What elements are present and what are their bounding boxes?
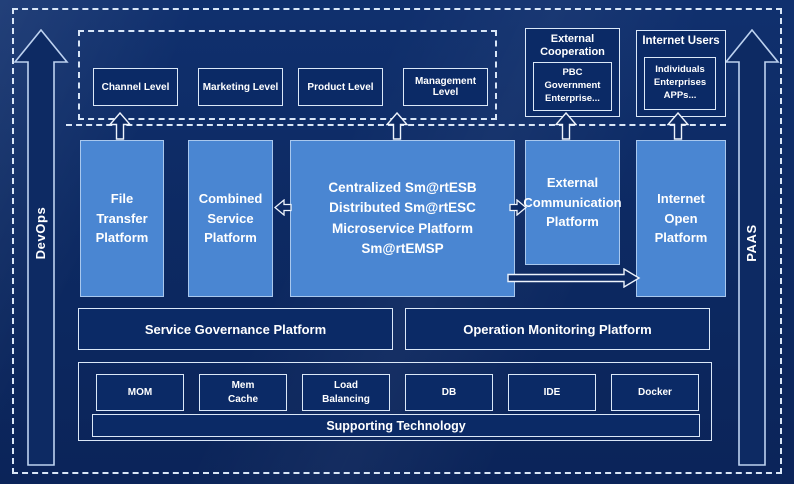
supporting-technology-label: Supporting Technology (326, 418, 466, 433)
central-platform-line3: Microservice Platform Sm@rtEMSP (331, 220, 474, 256)
tech-label: IDE (543, 386, 561, 398)
up-arrow-icon-external-cooperation (555, 112, 577, 140)
up-arrow-icon-internet-users (667, 112, 689, 140)
level-box-marketing: Marketing Level (198, 68, 283, 106)
level-label: Management Level (414, 76, 477, 98)
flow-arrow-icon (507, 268, 641, 288)
tech-label: MOM (127, 386, 153, 398)
tech-label: DB (441, 386, 457, 398)
left-arrow-icon (274, 199, 292, 216)
tech-box-db: DB (405, 374, 493, 411)
central-platform-line1: Centralized Sm@rtESB (328, 180, 477, 195)
tech-box-ide: IDE (508, 374, 596, 411)
internet-users-members: Individuals Enterprises APPs... (653, 64, 707, 101)
up-arrow-icon-levels-center (386, 112, 408, 140)
operation-monitoring-platform-label: Operation Monitoring Platform (463, 321, 652, 337)
external-cooperation-members: PBC Government Enterprise... (544, 67, 601, 104)
devops-label: DevOps (33, 206, 48, 260)
devops-arrow-icon (13, 29, 69, 466)
tech-label: Mem Cache (227, 380, 258, 405)
external-cooperation-members-box: PBC Government Enterprise... (533, 62, 612, 111)
level-box-management: Management Level (403, 68, 488, 106)
levels-group (78, 30, 497, 120)
service-governance-platform-box: Service Governance Platform (78, 308, 393, 350)
level-box-channel: Channel Level (93, 68, 178, 106)
combined-service-platform-box: Combined Service Platform (188, 140, 273, 297)
internet-open-platform-box: Internet Open Platform (636, 140, 726, 297)
paas-label: PAAS (744, 224, 759, 262)
tech-box-mem-cache: Mem Cache (199, 374, 287, 411)
paas-arrow-icon (724, 29, 780, 466)
internet-users-members-box: Individuals Enterprises APPs... (644, 57, 716, 110)
level-label: Channel Level (101, 81, 170, 93)
tech-box-docker: Docker (611, 374, 699, 411)
central-platform-line2: Distributed Sm@rtESC (329, 200, 476, 216)
file-transfer-platform-box: File Transfer Platform (80, 140, 164, 297)
tech-label: Docker (638, 386, 672, 398)
up-arrow-icon-levels-left (109, 112, 131, 140)
supporting-technology-bar: Supporting Technology (92, 414, 700, 437)
tech-label: Load Balancing (322, 380, 370, 405)
file-transfer-platform-label: File Transfer Platform (95, 191, 149, 246)
combined-service-platform-label: Combined Service Platform (198, 191, 263, 246)
tech-box-load-balancing: Load Balancing (302, 374, 390, 411)
right-arrow-icon (509, 199, 527, 216)
service-governance-platform-label: Service Governance Platform (144, 321, 327, 337)
external-cooperation-title: External Cooperation (540, 33, 605, 59)
tech-box-mom: MOM (96, 374, 184, 411)
level-box-product: Product Level (298, 68, 383, 106)
level-label: Marketing Level (202, 81, 279, 93)
supporting-technology-container (78, 362, 712, 441)
external-communication-platform-box: External Communication Platform (523, 140, 622, 265)
external-communication-platform-label: External Communication Platform (523, 175, 622, 230)
outer-dashed-border (12, 8, 782, 474)
level-label: Product Level (307, 81, 374, 93)
internet-users-title: Internet Users (642, 35, 720, 47)
operation-monitoring-platform-box: Operation Monitoring Platform (405, 308, 710, 350)
internet-open-platform-label: Internet Open Platform (654, 191, 708, 246)
central-esb-platform-box: Centralized Sm@rtESB Distributed Sm@rtES… (290, 140, 515, 297)
